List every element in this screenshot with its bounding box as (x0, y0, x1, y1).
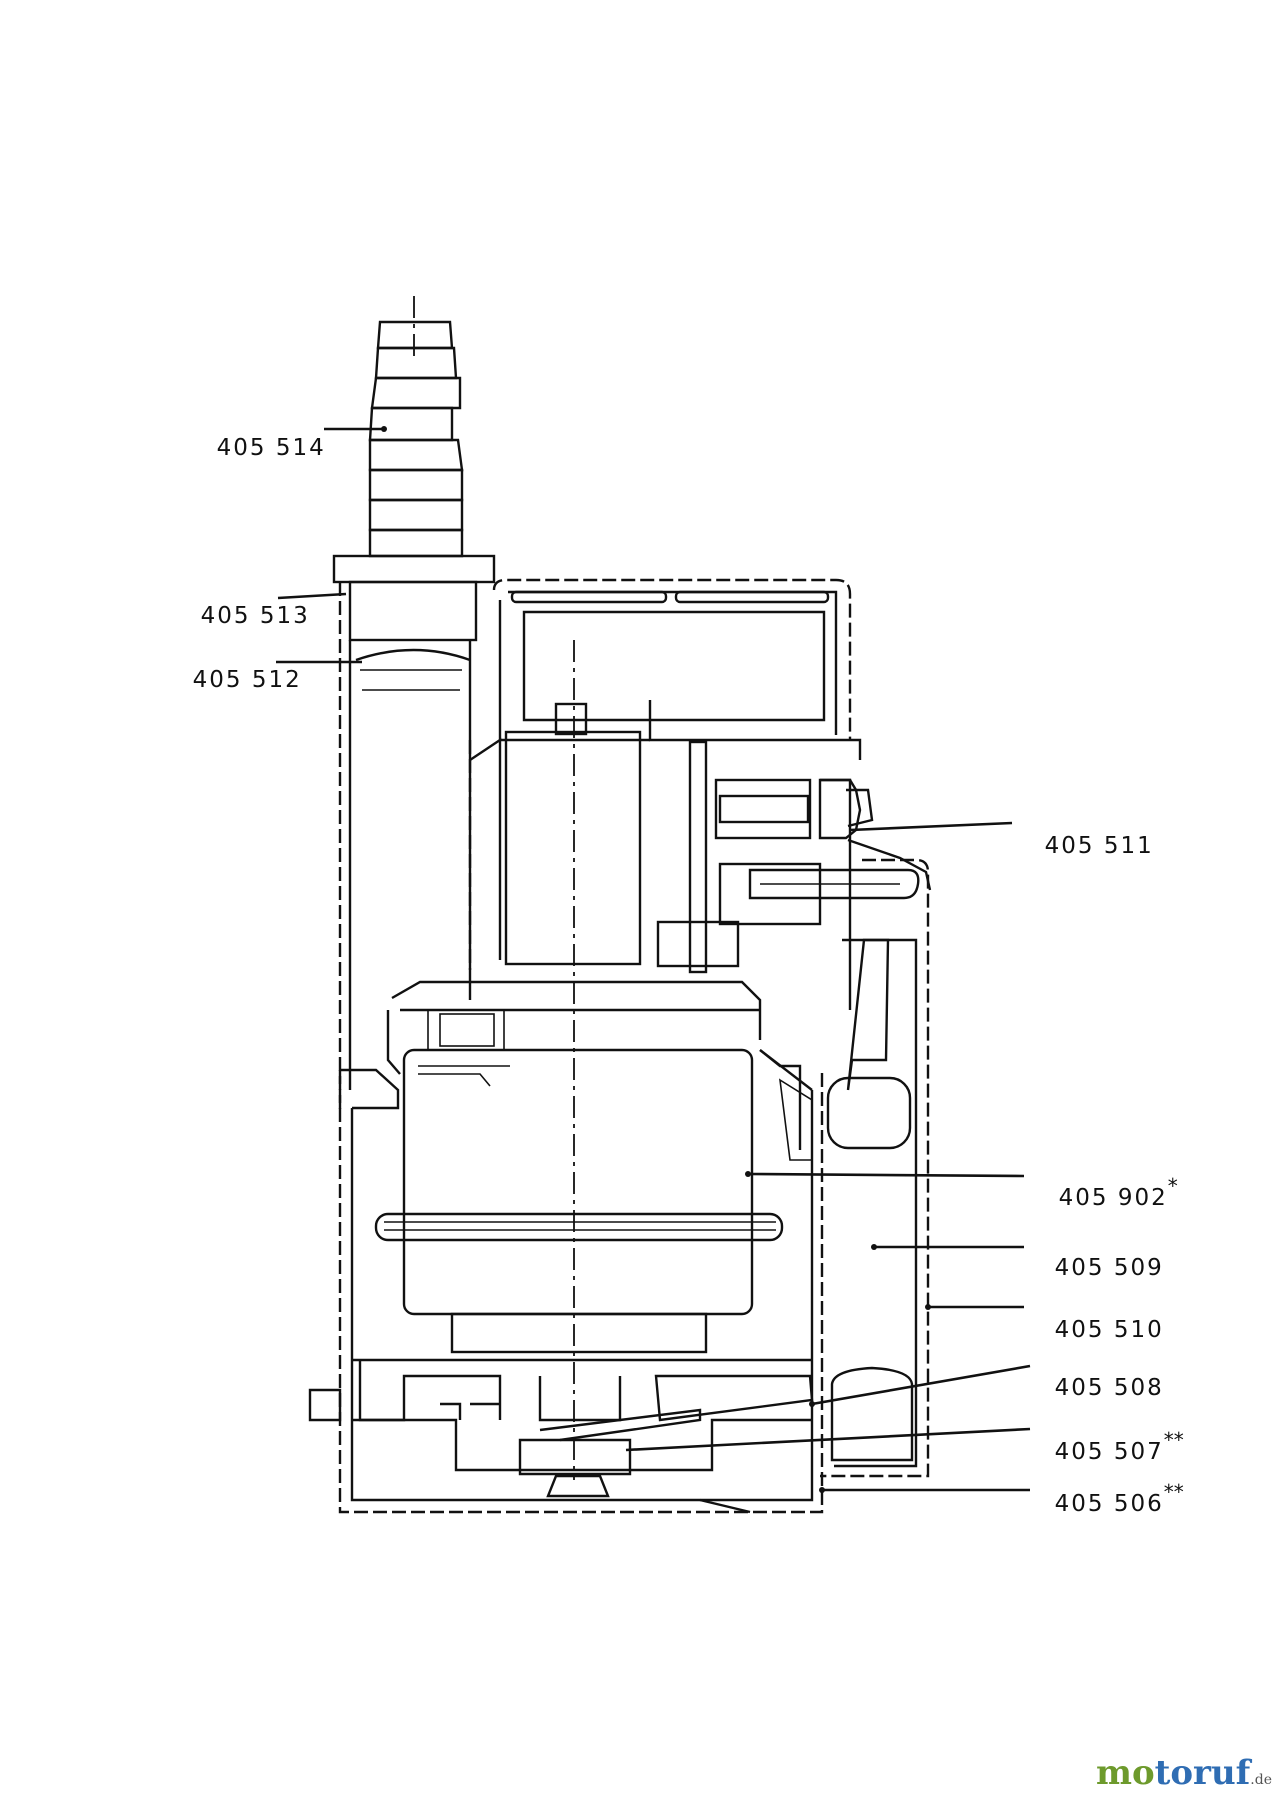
part-mark: ** (1163, 1480, 1184, 1504)
part-label-405-510: 405 510 (1036, 1296, 1164, 1342)
pump-base (308, 1358, 814, 1514)
part-label-405-508: 405 508 (1036, 1354, 1164, 1400)
part-label-405-514: 405 514 (198, 414, 326, 460)
part-label-405-512: 405 512 (174, 646, 302, 692)
part-label-405-509: 405 509 (1036, 1234, 1164, 1280)
part-number: 405 902 (1058, 1185, 1168, 1211)
part-label-405-511: 405 511 (1026, 812, 1154, 858)
watermark-part: to (1154, 1753, 1194, 1793)
watermark-part: ruf (1193, 1753, 1251, 1793)
capacitor-block (468, 702, 852, 1010)
part-label-405-507: 405 507** (1036, 1418, 1184, 1464)
part-number: 405 509 (1054, 1255, 1164, 1281)
part-number: 405 513 (200, 603, 310, 629)
motor (374, 980, 813, 1354)
part-number: 405 506 (1054, 1491, 1164, 1517)
part-number: 405 514 (216, 435, 326, 461)
hose-connector (332, 320, 496, 584)
part-number: 405 511 (1044, 833, 1154, 859)
part-label-405-513: 405 513 (182, 582, 310, 628)
float-chamber (820, 858, 930, 1478)
outer-housing (338, 1049, 824, 1514)
part-label-405-506: 405 506** (1036, 1470, 1184, 1516)
site-watermark: motoruf.de (1096, 1756, 1272, 1790)
leader-lines (276, 426, 1031, 1493)
part-number: 405 512 (192, 667, 302, 693)
watermark-part: mo (1095, 1753, 1155, 1793)
part-mark: * (1167, 1174, 1178, 1198)
part-label-405-902: 405 902* (1040, 1164, 1178, 1210)
part-number: 405 507 (1054, 1439, 1164, 1465)
part-number: 405 510 (1054, 1317, 1164, 1343)
part-number: 405 508 (1054, 1375, 1164, 1401)
watermark-suffix: .de (1250, 1772, 1272, 1788)
part-mark: ** (1163, 1428, 1184, 1452)
